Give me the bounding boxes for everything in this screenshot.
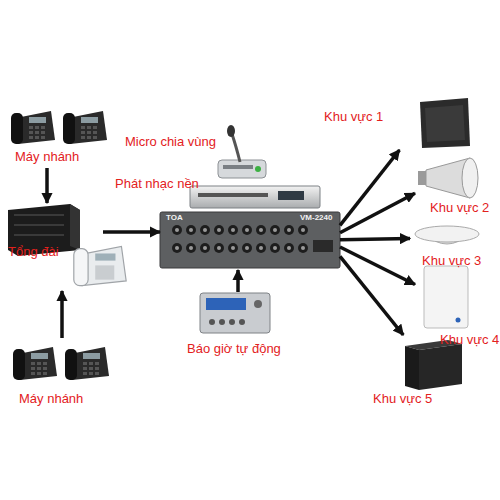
device-node: Khu vực 5 bbox=[370, 335, 470, 407]
device-label: Khu vực 5 bbox=[373, 392, 432, 406]
device-label: Khu vực 4 bbox=[440, 333, 499, 347]
device-label: Khu vực 3 bbox=[422, 254, 481, 268]
device-node: Phát nhạc nền bbox=[110, 172, 190, 208]
phone-icon bbox=[13, 347, 57, 380]
signal-arrow bbox=[340, 150, 399, 225]
device-node: Máy nhánh bbox=[5, 338, 120, 408]
device-label: Micro chia vùng bbox=[125, 135, 216, 149]
microphone-icon bbox=[218, 125, 266, 178]
model-label: VM-2240 bbox=[300, 214, 332, 223]
phone-icon bbox=[74, 246, 126, 285]
ceiling-speaker bbox=[415, 226, 479, 244]
clock-unit bbox=[200, 293, 270, 333]
device-node: Khu vực 1 bbox=[320, 98, 475, 150]
signal-arrow bbox=[236, 270, 240, 292]
wall-speaker bbox=[424, 266, 468, 328]
signal-arrow bbox=[60, 291, 64, 338]
signal-arrow bbox=[340, 256, 403, 335]
device-label: Tổng đài bbox=[8, 245, 59, 259]
device-label: Khu vực 1 bbox=[324, 110, 383, 124]
device-label: Khu vực 2 bbox=[430, 201, 489, 215]
device-label: Máy nhánh bbox=[15, 150, 79, 164]
device-label: Báo giờ tự động bbox=[187, 342, 281, 356]
signal-arrow bbox=[103, 230, 160, 234]
dvd-player bbox=[190, 186, 320, 208]
device-node: Khu vực 4 bbox=[415, 262, 500, 348]
model-label: TOA bbox=[166, 214, 183, 223]
phone-icon bbox=[11, 111, 55, 144]
signal-arrow bbox=[340, 247, 415, 285]
device-node: Máy nhánh bbox=[5, 100, 115, 168]
signal-arrow bbox=[340, 238, 410, 239]
device-label: Máy nhánh bbox=[19, 392, 83, 406]
phone-icon bbox=[65, 347, 109, 380]
device-label: Phát nhạc nền bbox=[115, 177, 199, 191]
horn-speaker bbox=[418, 158, 478, 198]
device-node: Micro chia vùng bbox=[120, 125, 220, 160]
device-node: Khu vực 3 bbox=[410, 215, 495, 270]
signal-arrow bbox=[340, 193, 415, 233]
speaker-box bbox=[405, 340, 462, 390]
signal-arrow bbox=[45, 168, 49, 203]
phone-icon bbox=[63, 111, 107, 144]
device-node: Báo giờ tự động bbox=[185, 292, 305, 360]
device-node: Tổng đài bbox=[5, 203, 103, 291]
speaker-box bbox=[420, 98, 470, 148]
device-node: TOA VM-2240 bbox=[160, 212, 340, 270]
amplifier-unit bbox=[160, 212, 340, 268]
device-node: Khu vực 2 bbox=[415, 150, 500, 218]
